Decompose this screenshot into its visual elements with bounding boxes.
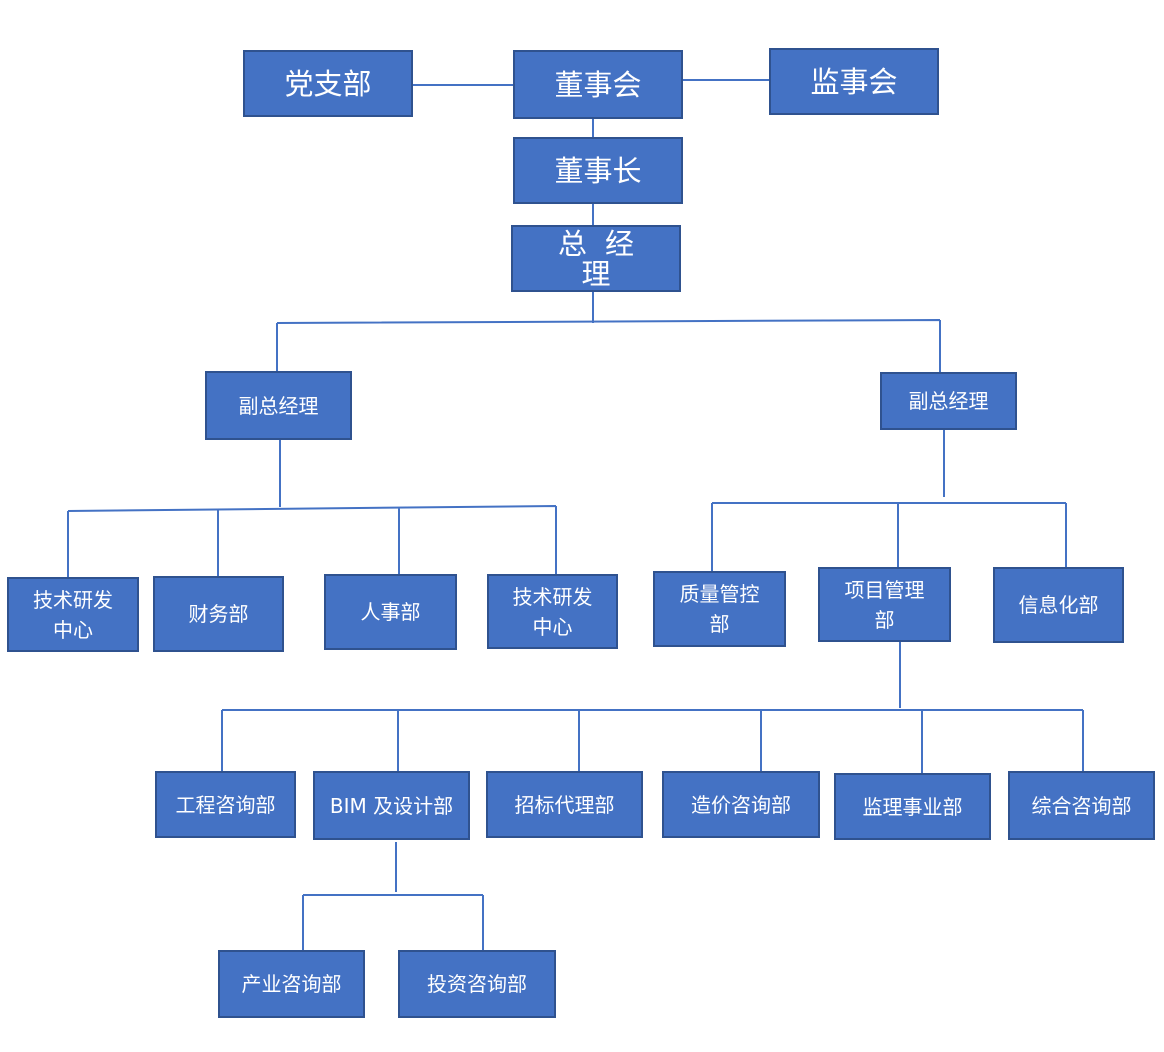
investment-consulting-box: 投资咨询部 (398, 950, 556, 1018)
general-consulting-box: 综合咨询部 (1008, 771, 1155, 840)
connector (276, 319, 941, 372)
connector (711, 430, 1067, 571)
quality-control-box: 质量管控部 (653, 571, 786, 647)
bim-design-box: BIM 及设计部 (313, 771, 470, 840)
rd-center-box: 技术研发中心 (7, 577, 139, 652)
tender-agency-box: 招标代理部 (486, 771, 643, 838)
board-of-supervisors-box: 监事会 (769, 48, 939, 115)
general-manager-box: 总经理 (511, 225, 681, 292)
party-branch-box: 党支部 (243, 50, 413, 117)
board-of-directors-box: 董事会 (513, 50, 683, 119)
hr-dept-box: 人事部 (324, 574, 457, 650)
vice-gm-left-box: 副总经理 (205, 371, 352, 440)
cost-consulting-box: 造价咨询部 (662, 771, 820, 838)
connector (302, 842, 484, 950)
project-management-box: 项目管理部 (818, 567, 951, 642)
connector (67, 440, 557, 577)
it-dept-box: 信息化部 (993, 567, 1124, 643)
industry-consulting-box: 产业咨询部 (218, 950, 365, 1018)
connector (221, 642, 1084, 773)
vice-gm-right-box: 副总经理 (880, 372, 1017, 430)
finance-dept-box: 财务部 (153, 576, 284, 652)
supervision-box: 监理事业部 (834, 773, 991, 840)
rd-center-box-2: 技术研发中心 (487, 574, 618, 649)
chairman-box: 董事长 (513, 137, 683, 204)
engineering-consulting-box: 工程咨询部 (155, 771, 296, 838)
